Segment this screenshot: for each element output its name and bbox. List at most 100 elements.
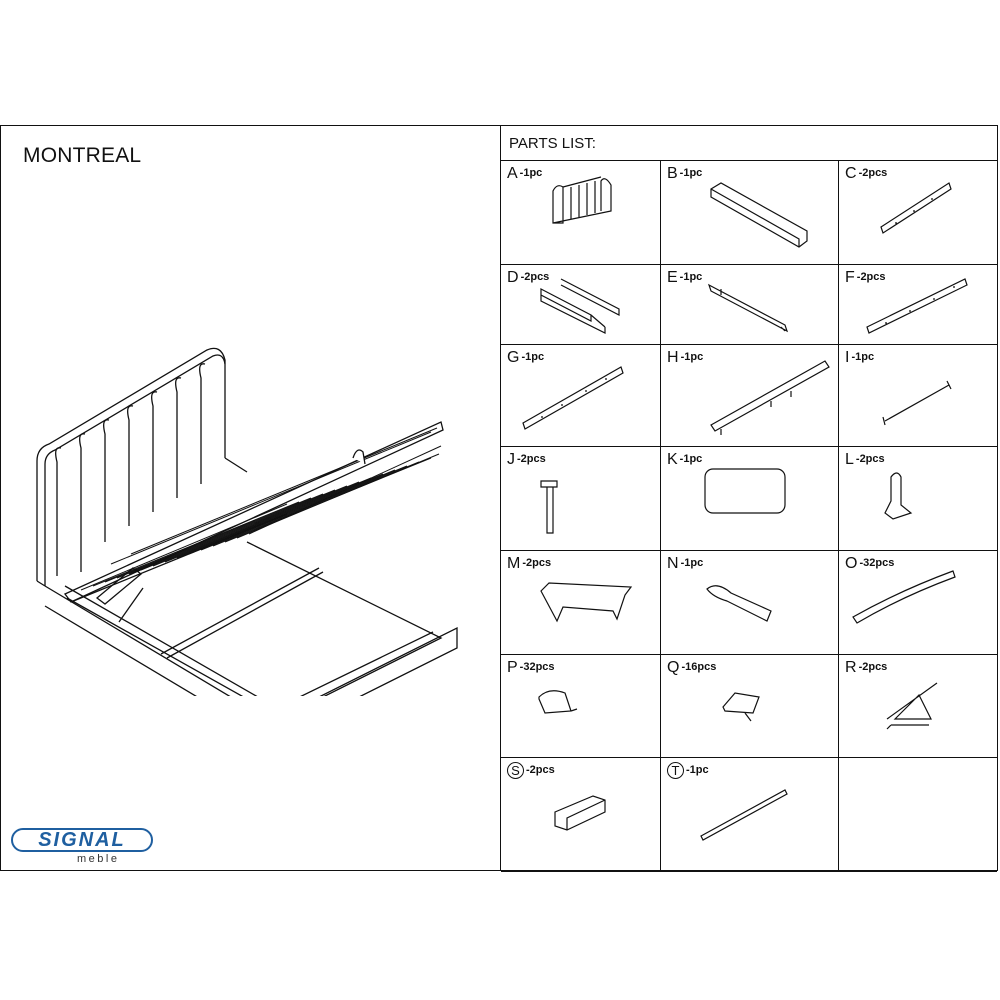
part-quantity: -1pc xyxy=(851,351,875,363)
empty-cell xyxy=(839,758,997,872)
product-title: MONTREAL xyxy=(23,144,142,167)
part-drawing-q xyxy=(722,692,760,722)
part-letter: T xyxy=(667,762,684,779)
part-cell-b: B-1pc xyxy=(661,161,839,265)
part-cell-o: O-32pcs xyxy=(839,551,997,655)
part-quantity: -1pc xyxy=(680,351,704,363)
part-label: Q-16pcs xyxy=(667,659,716,678)
logo-pill xyxy=(11,828,153,852)
part-drawing-s xyxy=(554,795,606,831)
part-label: P-32pcs xyxy=(507,659,555,678)
part-letter: J xyxy=(507,451,515,468)
product-panel: MONTREAL xyxy=(1,126,501,870)
logo-brand: SIGNAL xyxy=(38,829,126,851)
part-drawing-m xyxy=(540,582,633,623)
part-drawing-c xyxy=(880,182,952,234)
part-drawing-t xyxy=(700,789,788,841)
part-letter: S xyxy=(507,762,524,779)
part-drawing-l xyxy=(884,472,913,520)
part-drawing-f xyxy=(866,278,968,334)
part-drawing-a xyxy=(552,176,612,224)
part-letter: G xyxy=(507,349,520,366)
parts-list-header: PARTS LIST: xyxy=(501,126,997,161)
part-label: J-2pcs xyxy=(507,451,546,470)
part-drawing-r xyxy=(886,682,938,730)
part-letter: P xyxy=(507,659,518,676)
part-quantity: -32pcs xyxy=(519,661,555,673)
part-label: L-2pcs xyxy=(845,451,885,470)
part-cell-k: K-1pc xyxy=(661,447,839,551)
part-quantity: -2pcs xyxy=(526,764,555,776)
part-quantity: -32pcs xyxy=(859,557,895,569)
part-cell-a: A-1pc xyxy=(501,161,661,265)
part-label: S-2pcs xyxy=(507,762,555,781)
part-cell-q: Q-16pcs xyxy=(661,655,839,758)
part-letter: O xyxy=(845,555,858,572)
part-quantity: -1pc xyxy=(519,167,543,179)
part-drawing-e xyxy=(707,283,789,333)
part-letter: D xyxy=(507,269,519,286)
signal-logo: SIGNAL meble xyxy=(11,826,157,866)
part-label: I-1pc xyxy=(845,349,874,368)
part-label: F-2pcs xyxy=(845,269,886,288)
part-cell-f: F-2pcs xyxy=(839,265,997,345)
logo-subtitle: meble xyxy=(77,853,120,865)
part-cell-p: P-32pcs xyxy=(501,655,661,758)
part-label: H-1pc xyxy=(667,349,703,368)
part-cell-l: L-2pcs xyxy=(839,447,997,551)
part-quantity: -1pc xyxy=(521,351,545,363)
part-quantity: -2pcs xyxy=(858,167,888,179)
part-drawing-b xyxy=(710,182,808,248)
part-drawing-g xyxy=(522,366,624,430)
part-quantity: -2pcs xyxy=(856,271,886,283)
parts-list-heading: PARTS LIST: xyxy=(509,135,596,152)
part-letter: M xyxy=(507,555,521,572)
part-quantity: -2pcs xyxy=(520,271,550,283)
part-label: E-1pc xyxy=(667,269,702,288)
part-letter: F xyxy=(845,269,855,286)
part-cell-s: S-2pcs xyxy=(501,758,661,872)
part-drawing-h xyxy=(710,360,830,435)
part-quantity: -1pc xyxy=(680,557,704,569)
part-label: O-32pcs xyxy=(845,555,894,574)
part-quantity: -1pc xyxy=(686,764,709,776)
part-cell-m: M-2pcs xyxy=(501,551,661,655)
part-quantity: -16pcs xyxy=(681,661,717,673)
part-label: D-2pcs xyxy=(507,269,549,288)
part-cell-i: I-1pc xyxy=(839,345,997,447)
part-label: A-1pc xyxy=(507,165,542,184)
part-letter: R xyxy=(845,659,857,676)
part-drawing-k xyxy=(704,468,786,514)
part-drawing-p xyxy=(538,690,578,714)
part-drawing-d xyxy=(540,278,620,334)
part-label: B-1pc xyxy=(667,165,702,184)
part-quantity: -1pc xyxy=(679,271,703,283)
part-cell-j: J-2pcs xyxy=(501,447,661,551)
part-letter: H xyxy=(667,349,679,366)
part-drawing-n xyxy=(706,585,772,622)
part-label: C-2pcs xyxy=(845,165,887,184)
part-quantity: -1pc xyxy=(679,453,703,465)
part-letter: K xyxy=(667,451,678,468)
part-cell-n: N-1pc xyxy=(661,551,839,655)
part-cell-d: D-2pcs xyxy=(501,265,661,345)
part-cell-h: H-1pc xyxy=(661,345,839,447)
part-drawing-o xyxy=(852,570,956,624)
bed-illustration xyxy=(36,347,458,696)
part-cell-c: C-2pcs xyxy=(839,161,997,265)
part-letter: L xyxy=(845,451,854,468)
part-label: T-1pc xyxy=(667,762,709,781)
part-quantity: -2pcs xyxy=(522,557,552,569)
part-letter: Q xyxy=(667,659,680,676)
part-quantity: -1pc xyxy=(679,167,703,179)
part-quantity: -2pcs xyxy=(517,453,546,465)
part-quantity: -2pcs xyxy=(855,453,885,465)
part-drawing-j xyxy=(540,480,558,534)
part-label: R-2pcs xyxy=(845,659,887,678)
part-cell-t: T-1pc xyxy=(661,758,839,872)
part-letter: E xyxy=(667,269,678,286)
part-letter: N xyxy=(667,555,679,572)
part-letter: B xyxy=(667,165,678,182)
part-label: K-1pc xyxy=(667,451,702,470)
